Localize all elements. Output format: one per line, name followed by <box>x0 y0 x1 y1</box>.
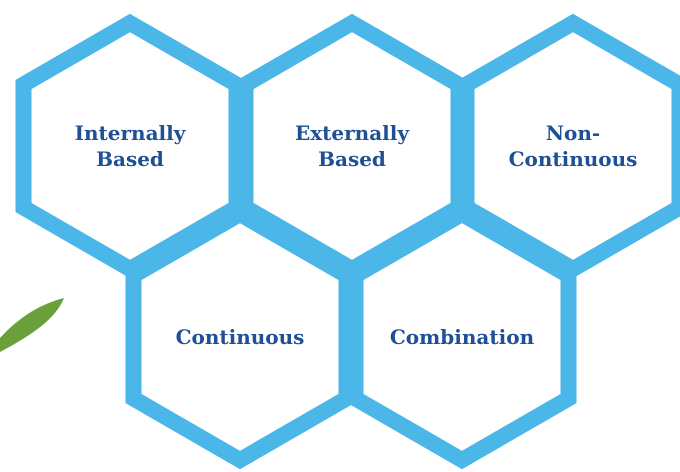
hex-label-combination: Combination <box>387 324 537 350</box>
hex-label-line: Based <box>96 147 164 171</box>
hexagon-combination <box>347 204 577 470</box>
hexagon-continuous <box>125 204 355 470</box>
hex-label-continuous: Continuous <box>165 324 315 350</box>
hex-label-line: Non- <box>545 121 601 145</box>
hex-label-internally-based: Internally Based <box>55 120 205 172</box>
hex-label-externally-based: Externally Based <box>277 120 427 172</box>
hex-label-line: Combination <box>389 325 535 349</box>
hex-label-non-continuous: Non- Continuous <box>498 120 648 172</box>
hex-label-line: Internally <box>74 121 186 145</box>
hex-label-line: Continuous <box>175 325 305 349</box>
hex-label-line: Continuous <box>508 147 638 171</box>
hex-label-line: Based <box>318 147 386 171</box>
hex-label-line: Externally <box>295 121 409 145</box>
leaf-decoration <box>0 298 64 352</box>
